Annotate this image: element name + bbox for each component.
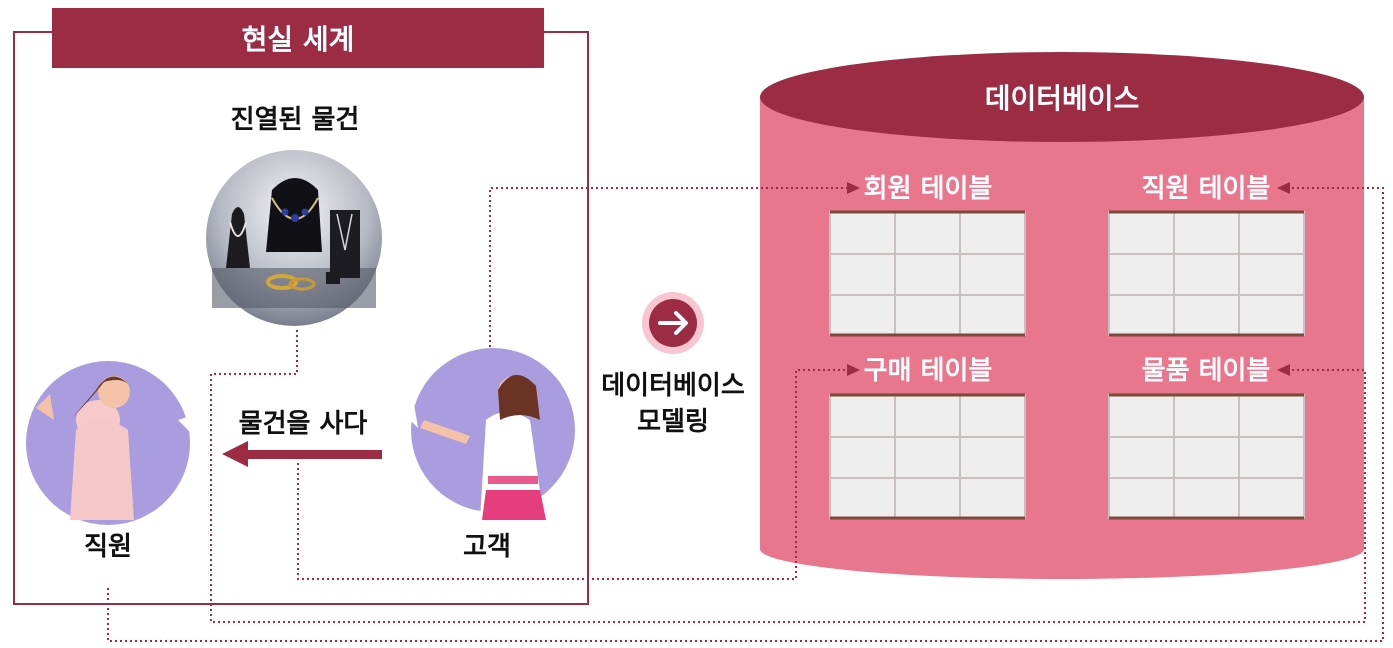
buy-to-purchase-table-connector bbox=[297, 364, 860, 580]
employee-label: 직원 bbox=[84, 532, 132, 562]
purchase-table-grid bbox=[829, 393, 1026, 520]
member-table-label: 회원 테이블 bbox=[864, 174, 993, 204]
goods-table-label: 물품 테이블 bbox=[1142, 356, 1271, 386]
customer-label: 고객 bbox=[463, 532, 511, 562]
real-world-panel: 현실 세계 bbox=[13, 8, 589, 605]
employee-to-employee-table-connector bbox=[107, 182, 1384, 642]
real-world-title-bar bbox=[52, 8, 544, 68]
goods-table-grid bbox=[1108, 393, 1305, 520]
purchase-table-label: 구매 테이블 bbox=[864, 356, 993, 386]
real-world-title: 현실 세계 bbox=[242, 23, 355, 56]
customer-to-member-table-connector bbox=[489, 182, 860, 347]
buy-action-arrow bbox=[222, 441, 382, 467]
modeling-label-line1: 데이터베이스 bbox=[601, 371, 745, 401]
goods-to-goods-table-connector bbox=[210, 330, 1366, 623]
employee-image bbox=[26, 361, 198, 525]
employee-table-label: 직원 테이블 bbox=[1142, 174, 1271, 204]
modeling-arrow-icon bbox=[642, 292, 704, 354]
member-table-grid bbox=[829, 210, 1026, 337]
employee-table-grid bbox=[1108, 210, 1305, 337]
customer-image bbox=[400, 348, 575, 520]
modeling-label-line2: 모델링 bbox=[637, 407, 709, 437]
displayed-goods-label: 진열된 물건 bbox=[231, 105, 360, 135]
jewelry-display-image bbox=[206, 150, 382, 326]
database-title: 데이터베이스 bbox=[985, 82, 1140, 115]
buy-action-label: 물건을 사다 bbox=[239, 409, 368, 439]
